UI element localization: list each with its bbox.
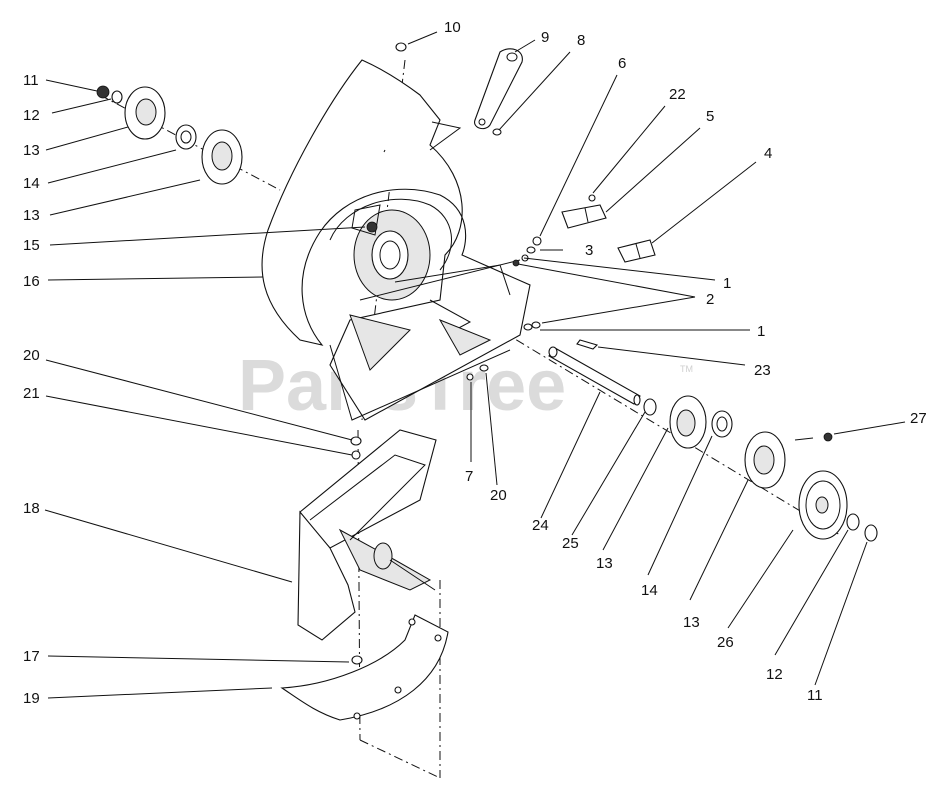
- callout-27: 27: [910, 410, 927, 427]
- part-24-shaft: [548, 346, 641, 406]
- callout-4: 4: [764, 145, 772, 162]
- callout-15: 15: [23, 237, 40, 254]
- callout-17: 17: [23, 648, 40, 665]
- callout-20-center: 20: [490, 487, 507, 504]
- callout-14-right: 14: [641, 582, 658, 599]
- callout-11-left: 11: [23, 72, 39, 89]
- blower-housing: [261, 59, 531, 421]
- callout-18: 18: [23, 500, 40, 517]
- callout-13-right-b: 13: [683, 614, 700, 631]
- part-4-cover: [617, 239, 656, 263]
- callout-20-left: 20: [23, 347, 40, 364]
- callout-13-left-a: 13: [23, 142, 40, 159]
- watermark-trademark: TM: [680, 364, 693, 374]
- callout-12-left: 12: [23, 107, 40, 124]
- callout-21: 21: [23, 385, 40, 402]
- callout-22: 22: [669, 86, 686, 103]
- callout-25: 25: [562, 535, 579, 552]
- part-23-key: [576, 339, 599, 350]
- callout-12-right: 12: [766, 666, 783, 683]
- left-bearing-stack: [96, 85, 243, 185]
- part-10-bolt: [395, 42, 407, 52]
- callout-8: 8: [577, 32, 585, 49]
- part-20-21-nuts: [350, 436, 362, 460]
- callout-26: 26: [717, 634, 734, 651]
- callout-19: 19: [23, 690, 40, 707]
- callout-5: 5: [706, 108, 714, 125]
- small-hardware: [466, 236, 542, 381]
- callout-1-lower: 1: [757, 323, 765, 340]
- callout-23: 23: [754, 362, 771, 379]
- callout-2: 2: [706, 291, 714, 308]
- right-bearing-stack: [643, 395, 878, 542]
- callout-11-right: 11: [807, 687, 823, 704]
- callout-6: 6: [618, 55, 626, 72]
- part-19-scraper: [280, 614, 449, 721]
- part-9-bracket: [474, 48, 523, 136]
- callout-14-left: 14: [23, 175, 40, 192]
- part-15-hub: [366, 221, 378, 233]
- callout-labels: 10 9 8 6 22 5 4 11 12 13 14 13 15 16 3 1…: [23, 19, 927, 707]
- callout-24: 24: [532, 517, 549, 534]
- callout-10: 10: [444, 19, 461, 36]
- leader-lines: [44, 31, 906, 699]
- callout-13-left-b: 13: [23, 207, 40, 224]
- callout-3: 3: [585, 242, 593, 259]
- part-22-5-clamp: [561, 194, 607, 229]
- callout-13-right-a: 13: [596, 555, 613, 572]
- callout-7: 7: [465, 468, 473, 485]
- callout-9: 9: [541, 29, 549, 46]
- callout-16: 16: [23, 273, 40, 290]
- callout-1-upper: 1: [723, 275, 731, 292]
- part-17-bolt: [351, 655, 363, 665]
- part-18-impeller: [297, 429, 437, 641]
